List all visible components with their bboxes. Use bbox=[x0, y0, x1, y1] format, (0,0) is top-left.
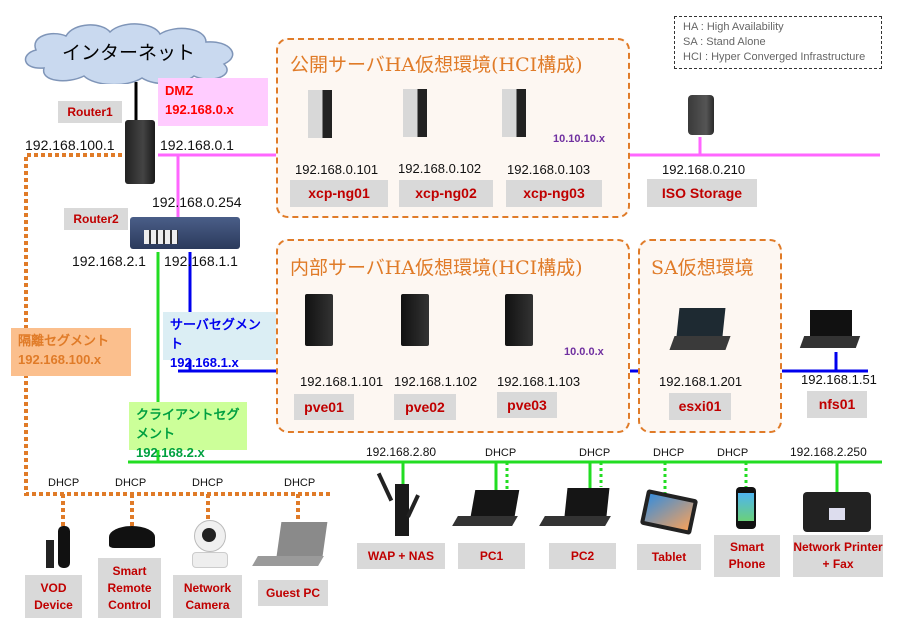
router2-ip-top: 192.168.0.254 bbox=[152, 194, 242, 210]
esxi01-ip: 192.168.1.201 bbox=[659, 374, 743, 389]
smart-remote-label[interactable]: Smart Remote Control bbox=[98, 558, 161, 618]
server-tower-icon[interactable] bbox=[502, 89, 526, 137]
network-camera-label[interactable]: Network Camera bbox=[173, 575, 242, 618]
isolated-segment-subnet: 192.168.100.x bbox=[18, 352, 102, 367]
server-segment-subnet: 192.168.1.x bbox=[170, 355, 239, 370]
laptop-icon[interactable] bbox=[799, 310, 861, 352]
xcp-ng01-label[interactable]: xcp-ng01 bbox=[290, 180, 388, 207]
internet-label: インターネット bbox=[62, 42, 196, 64]
nfs01-ip: 192.168.1.51 bbox=[801, 372, 877, 387]
mini-pc-icon[interactable] bbox=[305, 294, 333, 346]
wap-nas-ip: 192.168.2.80 bbox=[366, 445, 437, 459]
internal-ha-title: 内部サーバHA仮想環境(HCI構成) bbox=[290, 257, 583, 279]
iso-storage-ip: 192.168.0.210 bbox=[662, 162, 746, 177]
pc2-ip: DHCP bbox=[579, 447, 611, 459]
router2-ip-right: 192.168.1.1 bbox=[164, 253, 238, 269]
legend-ha: HA : High Availability bbox=[683, 21, 784, 33]
nfs01-label[interactable]: nfs01 bbox=[807, 391, 867, 418]
xcp-ng01-ip: 192.168.0.101 bbox=[295, 162, 379, 177]
router1-ip-left: 192.168.100.1 bbox=[25, 137, 115, 153]
legend-box: HA : High Availability SA : Stand Alone … bbox=[674, 16, 882, 69]
pve02-ip: 192.168.1.102 bbox=[394, 374, 478, 389]
public-ha-title: 公開サーバHA仮想環境(HCI構成) bbox=[290, 54, 583, 76]
streaming-stick-icon[interactable] bbox=[46, 526, 74, 570]
dmz-name: DMZ bbox=[165, 83, 194, 98]
legend-sa: SA : Stand Alone bbox=[683, 36, 766, 48]
router2-icon[interactable] bbox=[130, 217, 240, 249]
internal-hci-net-label: 10.0.0.x bbox=[564, 346, 604, 358]
public-hci-net-label: 10.10.10.x bbox=[553, 133, 605, 145]
mini-pc-icon[interactable] bbox=[505, 294, 533, 346]
wireless-router-icon[interactable] bbox=[376, 472, 420, 536]
isolated-segment-label: 隔離セグメント 192.168.100.x bbox=[11, 328, 131, 376]
xcp-ng03-ip: 192.168.0.103 bbox=[507, 162, 591, 177]
pc1-ip: DHCP bbox=[485, 447, 517, 459]
xcp-ng02-label[interactable]: xcp-ng02 bbox=[399, 180, 493, 207]
sa-title: SA仮想環境 bbox=[651, 257, 754, 279]
xcp-ng02-ip: 192.168.0.102 bbox=[398, 161, 482, 176]
router1-icon[interactable] bbox=[125, 120, 155, 184]
router1-ip-right: 192.168.0.1 bbox=[160, 137, 234, 153]
isolated-segment-name: 隔離セグメント bbox=[18, 333, 110, 348]
pve01-label[interactable]: pve01 bbox=[294, 394, 354, 420]
wap-nas-label[interactable]: WAP + NAS bbox=[357, 543, 445, 569]
printer-label[interactable]: Network Printer + Fax bbox=[793, 535, 883, 577]
esxi01-label[interactable]: esxi01 bbox=[669, 393, 731, 420]
server-segment-label: サーバセグメント 192.168.1.x bbox=[163, 312, 277, 370]
router2-ip-left: 192.168.2.1 bbox=[72, 253, 146, 269]
guest-pc-label[interactable]: Guest PC bbox=[258, 580, 328, 606]
tablet-ip: DHCP bbox=[653, 447, 685, 459]
router2-label: Router2 bbox=[64, 208, 128, 230]
pve03-ip: 192.168.1.103 bbox=[497, 374, 581, 389]
legend-hci: HCI : Hyper Converged Infrastructure bbox=[683, 51, 866, 63]
laptop-icon[interactable] bbox=[669, 308, 731, 352]
smart-remote-icon[interactable] bbox=[109, 526, 155, 548]
iso-storage-label[interactable]: ISO Storage bbox=[647, 179, 757, 207]
mini-pc-icon[interactable] bbox=[401, 294, 429, 346]
pve03-label[interactable]: pve03 bbox=[497, 392, 557, 418]
client-segment-name: クライアントセグメント bbox=[136, 407, 240, 441]
guest-pc-ip: DHCP bbox=[284, 477, 316, 489]
network-camera-icon[interactable] bbox=[192, 520, 228, 568]
pc1-label[interactable]: PC1 bbox=[458, 543, 525, 569]
printer-icon[interactable] bbox=[803, 492, 871, 532]
smart-remote-ip: DHCP bbox=[115, 477, 147, 489]
tablet-label[interactable]: Tablet bbox=[637, 544, 701, 570]
smartphone-icon[interactable] bbox=[736, 487, 756, 529]
laptop-icon[interactable] bbox=[539, 488, 612, 530]
pc2-label[interactable]: PC2 bbox=[549, 543, 616, 569]
smartphone-ip: DHCP bbox=[717, 447, 749, 459]
printer-ip: 192.168.2.250 bbox=[790, 445, 867, 459]
xcp-ng03-label[interactable]: xcp-ng03 bbox=[506, 180, 602, 207]
internet-cloud: インターネット bbox=[14, 18, 246, 86]
server-tower-icon[interactable] bbox=[308, 90, 332, 138]
vod-device-label[interactable]: VOD Device bbox=[25, 575, 82, 618]
smartphone-label[interactable]: Smart Phone bbox=[714, 535, 780, 577]
server-segment-name: サーバセグメント bbox=[170, 317, 261, 351]
isolated-line bbox=[24, 153, 332, 496]
client-segment-label: クライアントセグメント 192.168.2.x bbox=[129, 402, 247, 460]
pve02-label[interactable]: pve02 bbox=[394, 394, 456, 420]
server-tower-icon[interactable] bbox=[403, 89, 427, 137]
network-camera-ip: DHCP bbox=[192, 477, 224, 489]
nas-icon[interactable] bbox=[688, 95, 714, 135]
pve01-ip: 192.168.1.101 bbox=[300, 374, 384, 389]
router1-label: Router1 bbox=[58, 101, 122, 123]
laptop-icon[interactable] bbox=[452, 490, 521, 530]
laptop-icon[interactable] bbox=[252, 522, 328, 568]
dmz-segment-label: DMZ 192.168.0.x bbox=[158, 78, 268, 126]
dmz-subnet: 192.168.0.x bbox=[165, 102, 234, 117]
vod-device-ip: DHCP bbox=[48, 477, 80, 489]
client-segment-subnet: 192.168.2.x bbox=[136, 445, 205, 460]
